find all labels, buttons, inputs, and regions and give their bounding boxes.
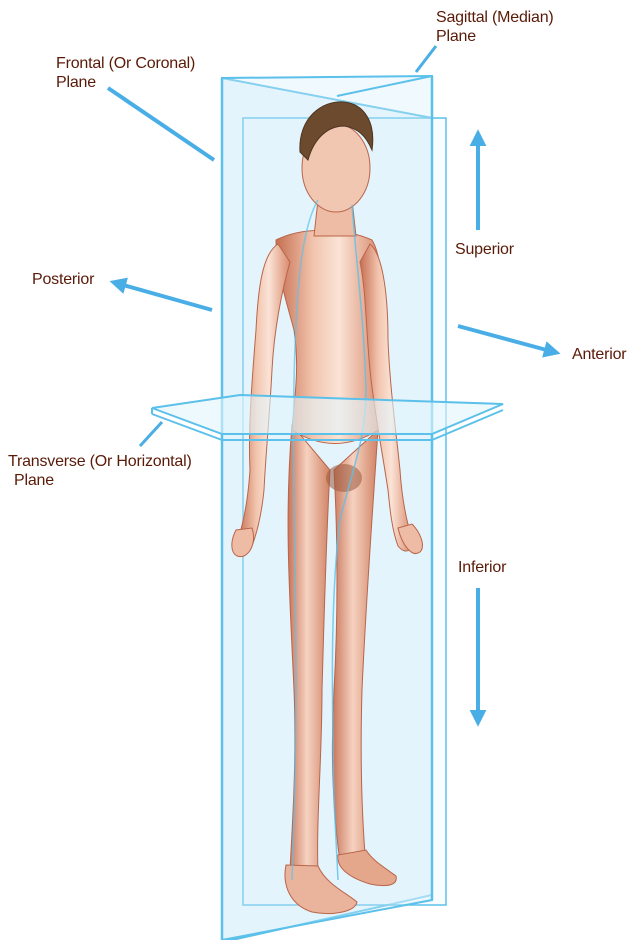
sagittal-label-line1: Sagittal (Median) <box>436 8 554 27</box>
posterior-arrow <box>116 283 212 310</box>
frontal-label-line2: Plane <box>56 73 195 92</box>
transverse-label-line1: Transverse (Or Horizontal) <box>8 452 192 471</box>
frontal-leader-line <box>108 88 214 160</box>
transverse-label-line2: Plane <box>8 471 192 490</box>
posterior-label: Posterior <box>32 270 94 289</box>
transverse-leader-line <box>140 422 162 446</box>
anterior-label: Anterior <box>572 345 626 364</box>
superior-label: Superior <box>455 240 514 259</box>
anterior-arrow <box>458 326 554 352</box>
frontal-plane-label: Frontal (Or Coronal) Plane <box>56 54 195 92</box>
transverse-plane <box>152 395 503 440</box>
sagittal-leader-line <box>416 46 436 72</box>
sagittal-plane-label: Sagittal (Median) Plane <box>436 8 554 46</box>
transverse-plane-label: Transverse (Or Horizontal) Plane <box>8 452 192 490</box>
inferior-label: Inferior <box>458 558 506 577</box>
sagittal-label-line2: Plane <box>436 27 554 46</box>
frontal-label-line1: Frontal (Or Coronal) <box>56 54 195 73</box>
